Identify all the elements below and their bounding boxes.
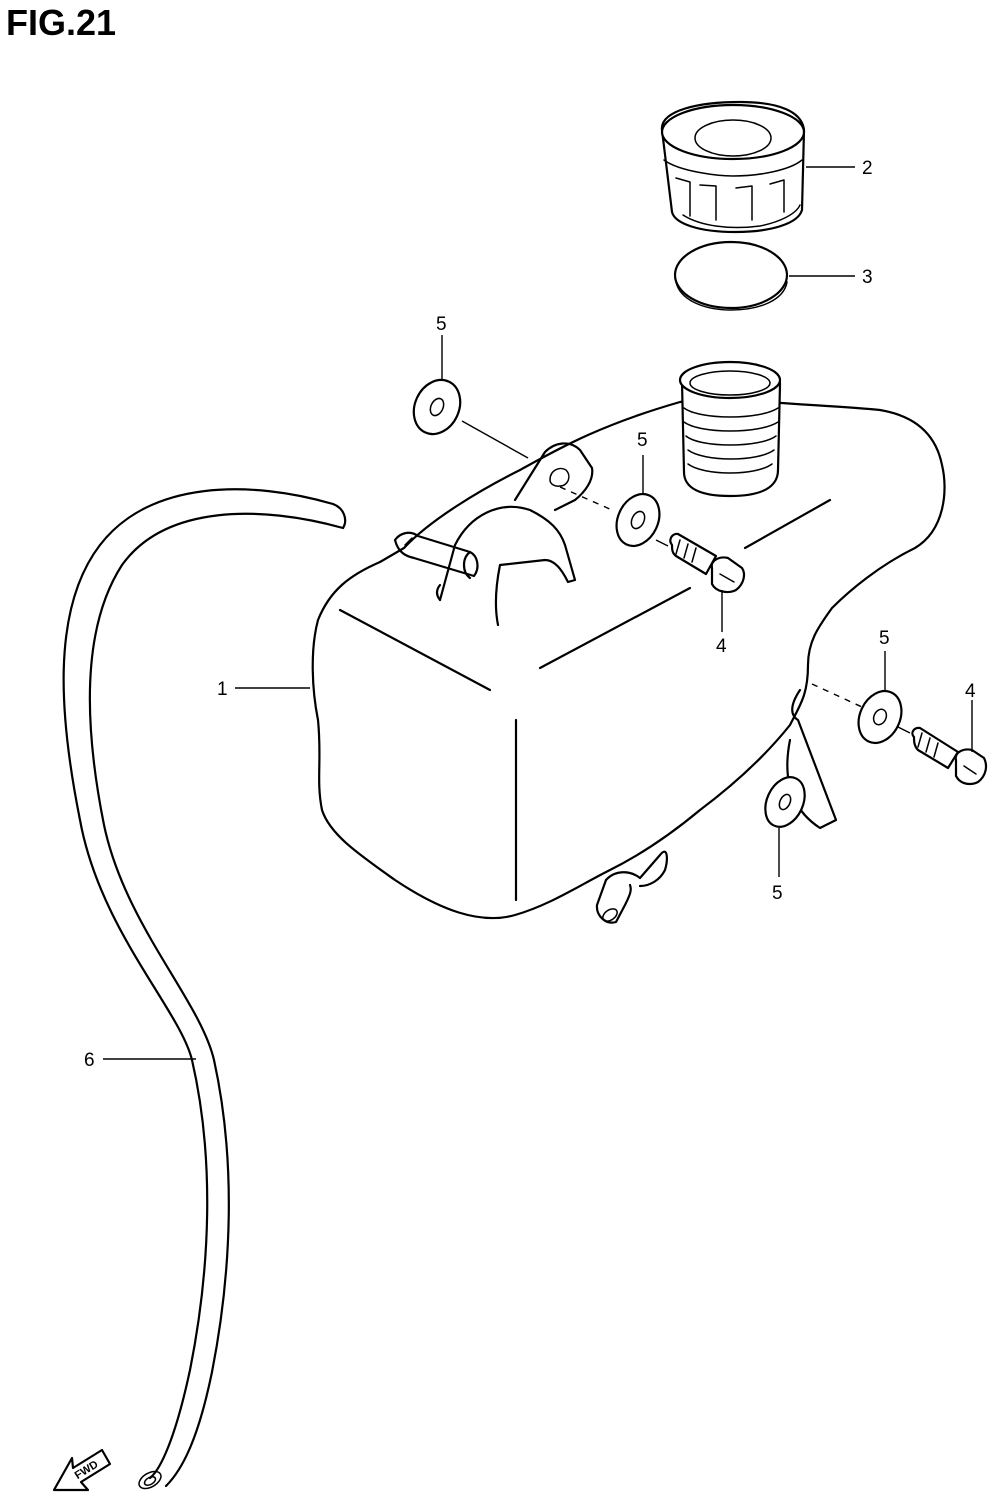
callout-5-upper-left: 5 — [436, 314, 447, 335]
callout-4-upper: 4 — [716, 636, 727, 657]
washer-lower-right-drawing[interactable] — [758, 771, 813, 833]
callout-4-right: 4 — [965, 681, 976, 702]
hose-drawing[interactable] — [62, 488, 347, 1492]
bolt-upper-drawing[interactable] — [669, 532, 746, 594]
fwd-arrow-icon: FWD — [52, 1448, 112, 1492]
filler-cap-drawing[interactable] — [660, 100, 806, 234]
callout-2: 2 — [862, 158, 873, 179]
leader-lines — [103, 166, 973, 1060]
callout-5-lower-right: 5 — [772, 883, 783, 904]
bolt-right-drawing[interactable] — [911, 726, 988, 786]
washer-upper-left-drawing[interactable] — [405, 372, 469, 441]
tank-drawing[interactable] — [311, 396, 946, 924]
filler-neck-drawing — [678, 360, 782, 498]
alignment-lines — [461, 420, 911, 734]
washer-upper-mid-drawing[interactable] — [608, 487, 667, 553]
callout-6: 6 — [84, 1050, 95, 1071]
callout-3: 3 — [862, 267, 873, 288]
callout-1: 1 — [217, 679, 228, 700]
callout-5-upper-mid: 5 — [637, 430, 648, 451]
gasket-drawing[interactable] — [673, 240, 789, 311]
figure-title: FIG.21 — [6, 2, 117, 43]
washer-right-drawing[interactable] — [850, 684, 909, 750]
callout-5-right: 5 — [879, 628, 890, 649]
